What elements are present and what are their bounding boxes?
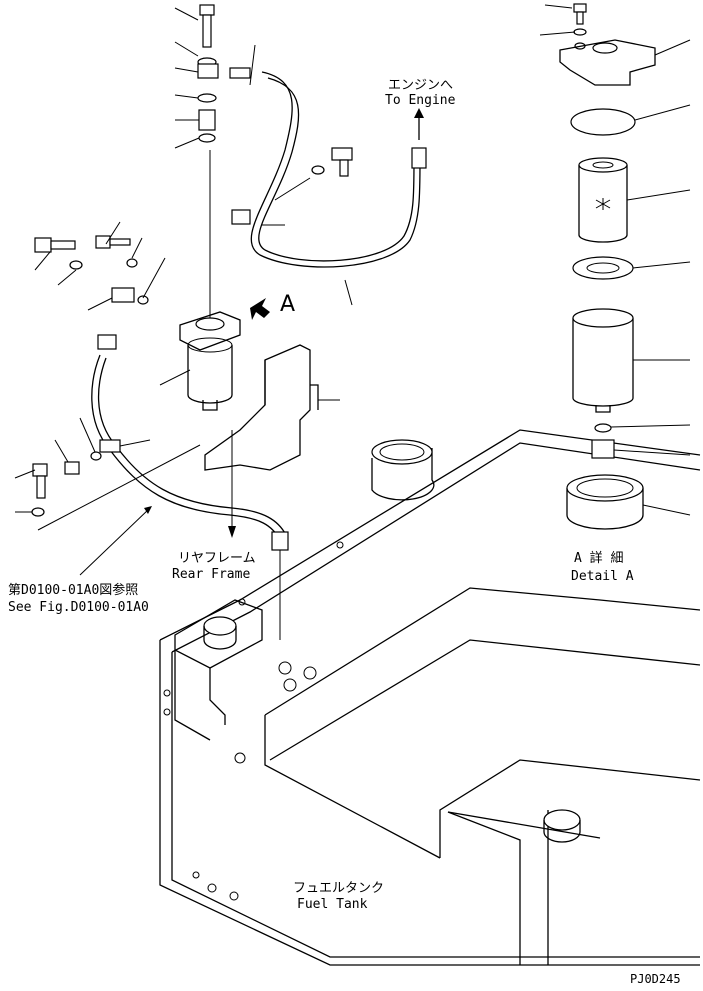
view-a-label: A — [280, 292, 295, 317]
engine-hose — [231, 71, 427, 268]
drawing-code: PJ0D245 — [630, 972, 681, 986]
small-parts — [31, 4, 353, 517]
see-fig-jp: 第D0100-01A0図参照 — [8, 582, 138, 598]
leader-lines — [14, 7, 353, 576]
fuel-tank-jp: フュエルタンク — [293, 881, 384, 896]
to-engine-en: To Engine — [385, 93, 456, 108]
detail-a-exploded — [539, 3, 691, 530]
fuel-filter-assembly — [179, 150, 319, 471]
fuel-tank — [159, 429, 701, 966]
see-fig-en: See Fig.D0100-01A0 — [8, 600, 149, 615]
fuel-tank-en: Fuel Tank — [297, 897, 368, 912]
detail-a-jp: A 詳 細 — [574, 550, 623, 566]
detail-a-en: Detail A — [571, 569, 634, 584]
tank-hose — [91, 354, 289, 640]
rear-frame-en: Rear Frame — [172, 567, 250, 582]
rear-frame-jp: リヤフレーム — [178, 551, 256, 566]
to-engine-jp: エンジンへ — [388, 78, 453, 93]
text-labels: エンジンへ To Engine A リヤフレーム Rear Frame 第D01… — [8, 78, 681, 986]
